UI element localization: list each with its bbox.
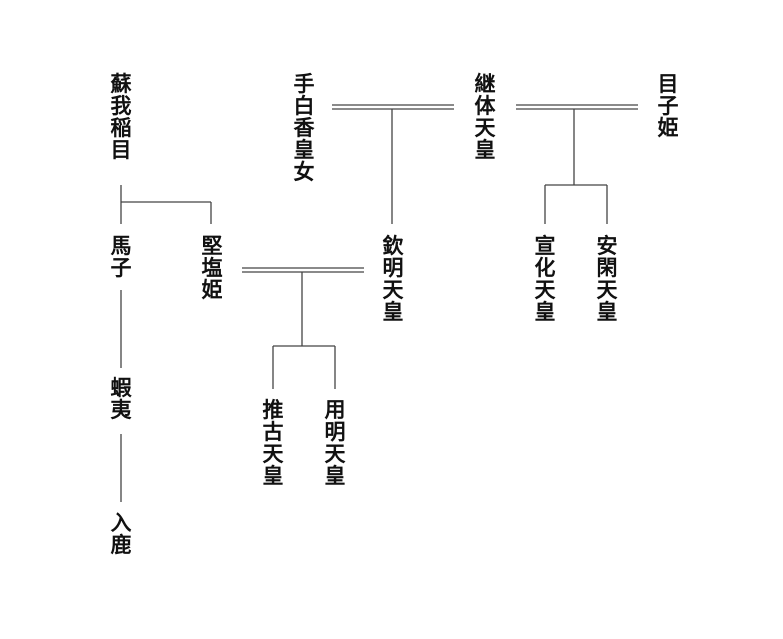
person-yomei: 用明天皇	[324, 398, 346, 488]
person-keitai: 継体天皇	[474, 72, 496, 162]
person-ankan: 安閑天皇	[596, 234, 618, 324]
person-tashiraka: 手白香皇女	[293, 72, 315, 184]
person-suiko: 推古天皇	[262, 398, 284, 488]
person-umako: 馬子	[110, 234, 132, 280]
person-menoko: 目子姫	[657, 72, 679, 140]
person-senka: 宣化天皇	[534, 234, 556, 324]
person-iruka: 入鹿	[110, 511, 132, 557]
person-soga-iname: 蘇我稲目	[110, 72, 132, 162]
person-kinmei: 欽明天皇	[382, 234, 404, 324]
person-emishi: 蝦夷	[110, 376, 132, 422]
person-kitashihime: 堅塩姫	[201, 234, 223, 302]
